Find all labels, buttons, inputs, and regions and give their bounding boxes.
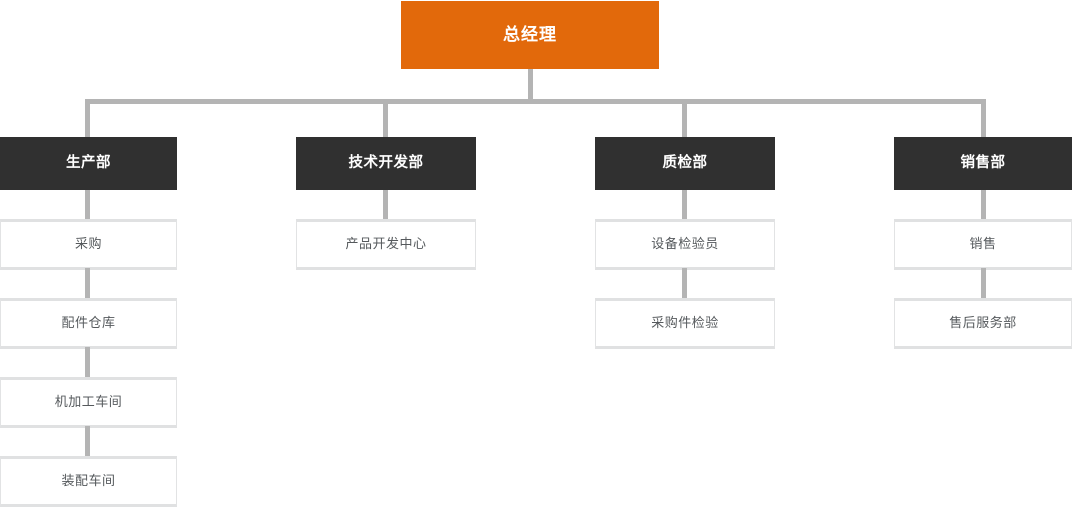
connector-bus-to-dept-1 <box>85 99 90 137</box>
connector-horizontal-bus <box>85 99 986 104</box>
node-leaf-procurement-label: 采购 <box>74 236 102 252</box>
connector-quality-1 <box>682 190 687 221</box>
node-leaf-parts-warehouse[interactable]: 配件仓库 <box>0 298 177 349</box>
node-leaf-machining-workshop-label: 机加工车间 <box>54 394 123 410</box>
connector-production-4 <box>85 426 90 458</box>
node-leaf-purchased-parts-inspection-label: 采购件检验 <box>651 315 719 331</box>
node-dept-quality-inspection[interactable]: 质检部 <box>595 137 775 190</box>
node-leaf-assembly-workshop-label: 装配车间 <box>61 473 116 489</box>
connector-techdev-1 <box>383 190 388 221</box>
node-leaf-assembly-workshop[interactable]: 装配车间 <box>0 456 177 507</box>
connector-production-2 <box>85 268 90 300</box>
node-leaf-product-development-center-label: 产品开发中心 <box>345 236 427 252</box>
connector-sales-2 <box>981 268 986 300</box>
node-dept-quality-inspection-label: 质检部 <box>662 154 708 171</box>
node-dept-technical-development-label: 技术开发部 <box>348 154 424 171</box>
connector-sales-1 <box>981 190 986 221</box>
node-leaf-after-sales-service[interactable]: 售后服务部 <box>894 298 1072 349</box>
node-root-label: 总经理 <box>503 24 557 45</box>
node-leaf-parts-warehouse-label: 配件仓库 <box>61 315 116 331</box>
connector-quality-2 <box>682 268 687 300</box>
connector-production-1 <box>85 190 90 221</box>
node-leaf-purchased-parts-inspection[interactable]: 采购件检验 <box>595 298 775 349</box>
connector-bus-to-dept-4 <box>981 99 986 137</box>
node-leaf-equipment-inspector-label: 设备检验员 <box>651 236 719 252</box>
node-leaf-product-development-center[interactable]: 产品开发中心 <box>296 219 476 270</box>
node-leaf-sales-label: 销售 <box>969 236 997 252</box>
node-dept-sales-label: 销售部 <box>960 154 1006 171</box>
node-dept-production[interactable]: 生产部 <box>0 137 177 190</box>
node-leaf-procurement[interactable]: 采购 <box>0 219 177 270</box>
connector-bus-to-dept-3 <box>682 99 687 137</box>
connector-root-stem <box>528 69 533 103</box>
node-root-general-manager[interactable]: 总经理 <box>401 1 659 69</box>
node-leaf-machining-workshop[interactable]: 机加工车间 <box>0 377 177 428</box>
node-leaf-sales[interactable]: 销售 <box>894 219 1072 270</box>
node-dept-production-label: 生产部 <box>66 154 111 171</box>
connector-production-3 <box>85 347 90 379</box>
node-leaf-after-sales-service-label: 售后服务部 <box>949 315 1017 331</box>
node-dept-technical-development[interactable]: 技术开发部 <box>296 137 476 190</box>
node-dept-sales[interactable]: 销售部 <box>894 137 1072 190</box>
node-leaf-equipment-inspector[interactable]: 设备检验员 <box>595 219 775 270</box>
connector-bus-to-dept-2 <box>383 99 388 137</box>
